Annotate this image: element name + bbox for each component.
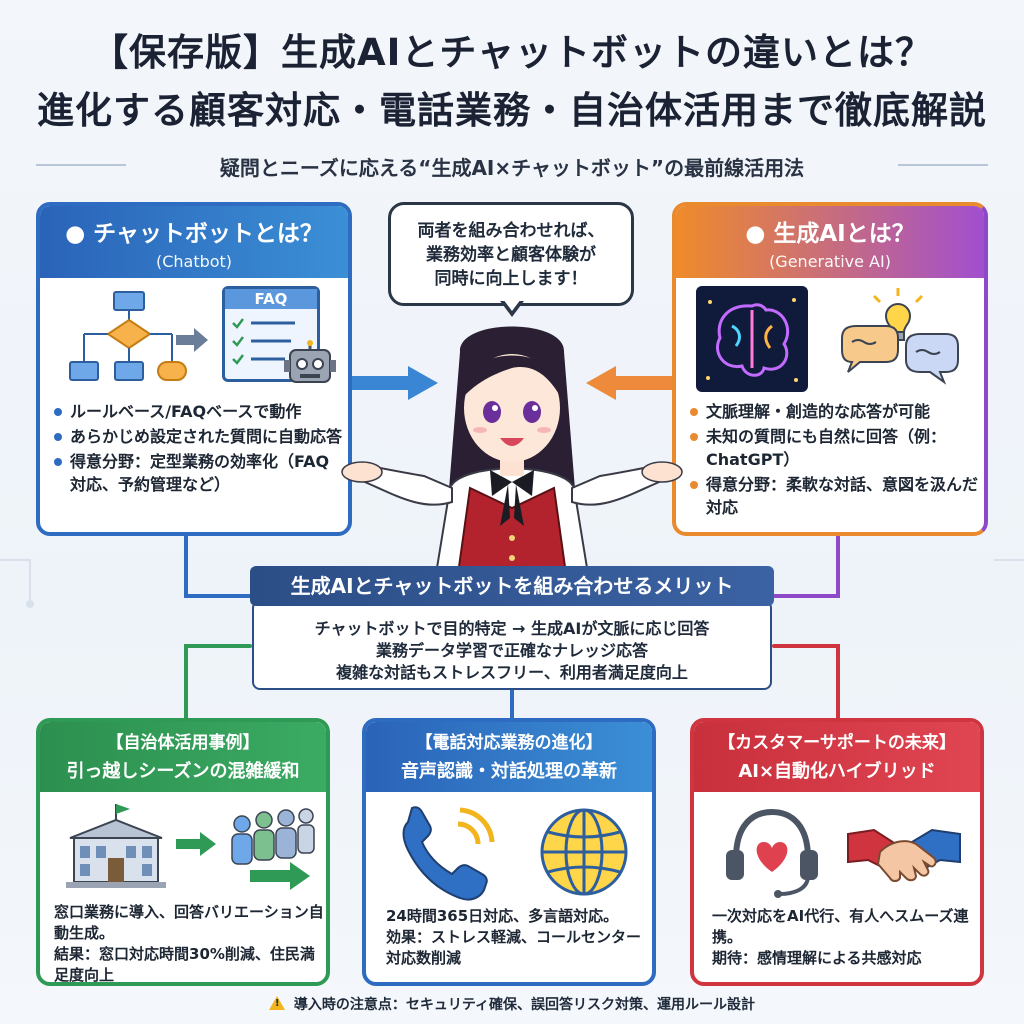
chatbot-bullet-1: ルールベース/FAQベースで動作 — [52, 400, 342, 423]
merit-line-2: 業務データ学習で正確なナレッジ応答 — [375, 641, 648, 660]
phone-support-text: 24時間365日対応、多言語対応。 効果：ストレス軽減、コールセンター対応数削減 — [386, 906, 648, 969]
merit-title: 生成AIとチャットボットを組み合わせるメリット — [250, 566, 774, 606]
chatbot-card: ● チャットボットとは？ (Chatbot) FAQ — [36, 202, 352, 536]
speech-bubble-tail-fill — [503, 299, 521, 311]
chatbot-bullets: ルールベース/FAQベースで動作 あらかじめ設定された質問に自動応答 得意分野：… — [52, 400, 342, 498]
genai-bullets: 文脈理解・創造的な応答が可能 未知の質問にも自然に回答（例：ChatGPT） 得… — [688, 400, 978, 521]
genai-card-subtitle: (Generative AI) — [769, 252, 891, 271]
speech-bubble: 両者を組み合わせれば、 業務効率と顧客体験が 同時に向上します！ — [388, 202, 634, 306]
phone-support-label: 【電話対応業務の進化】 — [415, 733, 603, 753]
chatbot-bullet-3: 得意分野：定型業務の効率化（FAQ対応、予約管理など） — [52, 450, 342, 496]
municipal-case-desc: 窓口業務に導入、回答バリエーション自動生成。 — [54, 903, 324, 942]
municipal-case-text: 窓口業務に導入、回答バリエーション自動生成。 結果：窓口対応時間30%削減、住民… — [54, 902, 324, 984]
phone-support-desc: 24時間365日対応、多言語対応。 — [386, 907, 619, 925]
chatbot-card-title: ● チャットボットとは？ — [65, 221, 323, 247]
customer-support-card: 【カスタマーサポートの未来】 AI×自動化ハイブリッド 一次対応をAI代行、有人… — [690, 718, 984, 986]
municipal-case-card: 【自治体活用事例】 引っ越しシーズンの混雑緩和 窓口業務に導入、回答バリエーショ… — [36, 718, 330, 986]
faq-label: FAQ — [225, 289, 317, 309]
municipal-case-label: 【自治体活用事例】 — [106, 733, 260, 753]
checklist-icon — [232, 318, 295, 365]
genai-card-title: ● 生成AIとは？ — [745, 221, 915, 247]
arrow-left-to-center-icon — [586, 366, 672, 400]
merit-box: チャットボットで目的特定 → 生成AIが文脈に応じ回答 業務データ学習で正確なナ… — [252, 600, 772, 690]
footer-text: 導入時の注意点：セキュリティ確保、誤回答リスク対策、運用ルール設計 — [293, 997, 756, 1013]
customer-support-text: 一次対応をAI代行、有人へスムーズ連携。 期待：感情理解による共感対応 — [712, 906, 980, 969]
robot-icon — [284, 340, 336, 383]
merit-line-1: チャットボットで目的特定 → 生成AIが文脈に応じ回答 — [314, 619, 710, 638]
phone-support-effect: 効果：ストレス軽減、コールセンター対応数削減 — [386, 928, 642, 967]
customer-support-desc: 一次対応をAI代行、有人へスムーズ連携。 — [712, 907, 969, 946]
municipal-case-header: 【自治体活用事例】 引っ越しシーズンの混雑緩和 — [40, 722, 326, 792]
page-title-line1: 【保存版】生成AIとチャットボットの違いとは？ — [90, 31, 934, 74]
genai-bullet-2: 未知の質問にも自然に回答（例：ChatGPT） — [688, 425, 978, 471]
genai-card-header: ● 生成AIとは？ (Generative AI) — [676, 206, 984, 278]
subtitle-line-left — [36, 164, 126, 166]
phone-support-header: 【電話対応業務の進化】 音声認識・対話処理の革新 — [366, 722, 652, 792]
municipal-case-title: 引っ越しシーズンの混雑緩和 — [66, 761, 300, 782]
phone-icon — [402, 806, 495, 901]
globe-icon — [540, 808, 628, 896]
arrow-right-green-icon — [176, 832, 216, 856]
chatbot-bullet-2: あらかじめ設定された質問に自動応答 — [52, 425, 342, 448]
warning-icon: ! — [268, 996, 285, 1010]
municipal-case-result: 結果：窓口対応時間30%削減、住民満足度向上 — [54, 945, 315, 984]
merit-line-3: 複雑な対話もストレスフリー、利用者満足度向上 — [336, 663, 688, 682]
subtitle-line-right — [898, 164, 988, 166]
footer-note: ! 導入時の注意点：セキュリティ確保、誤回答リスク対策、運用ルール設計 — [0, 994, 1024, 1014]
genai-bullet-3: 得意分野：柔軟な対話、意図を汲んだ対応 — [688, 473, 978, 519]
chatbot-card-header: ● チャットボットとは？ (Chatbot) — [40, 206, 348, 278]
flowchart-icon — [69, 291, 187, 381]
page-subtitle: 疑問とニーズに応える“生成AI×チャットボット”の最前線活用法 — [219, 156, 805, 180]
customer-support-title: AI×自動化ハイブリッド — [738, 761, 936, 782]
customer-support-expect: 期待：感情理解による共感対応 — [712, 949, 922, 967]
lightbulb-chat-icon — [841, 288, 959, 385]
handshake-icon — [847, 828, 961, 882]
phone-support-card: 【電話対応業務の進化】 音声認識・対話処理の革新 24時間365日対応、多言語対… — [362, 718, 656, 986]
speech-line-2: 業務効率と顧客体験が — [426, 245, 596, 265]
arrow-right-to-center-icon — [352, 366, 438, 400]
guide-character-illustration — [341, 326, 683, 574]
genai-card: ● 生成AIとは？ (Generative AI) 文脈理解・創造的な応答が可能… — [672, 202, 988, 536]
speech-line-1: 両者を組み合わせれば、 — [417, 221, 605, 241]
customer-support-header: 【カスタマーサポートの未来】 AI×自動化ハイブリッド — [694, 722, 980, 792]
arrow-right-icon — [176, 328, 208, 352]
customer-support-label: 【カスタマーサポートの未来】 — [718, 733, 956, 753]
faq-document-icon: FAQ — [222, 286, 320, 382]
page-title-line2: 進化する顧客対応・電話業務・自治体活用まで徹底解説 — [37, 89, 987, 132]
speech-line-3: 同時に向上します！ — [434, 269, 588, 289]
phone-support-title: 音声認識・対話処理の革新 — [401, 761, 617, 782]
people-queue-icon — [231, 808, 315, 890]
city-hall-icon — [66, 804, 166, 888]
chatbot-card-subtitle: (Chatbot) — [155, 252, 233, 271]
genai-bullet-1: 文脈理解・創造的な応答が可能 — [688, 400, 978, 423]
headset-heart-icon — [726, 808, 818, 898]
ai-brain-icon — [696, 286, 808, 392]
